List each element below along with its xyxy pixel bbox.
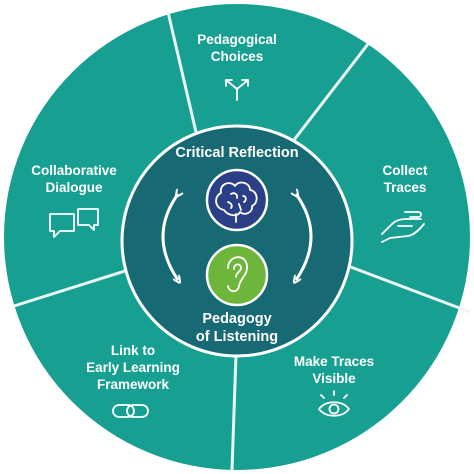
segment-collaborative-dialogue: Collaborative Dialogue — [31, 163, 117, 238]
segment-link-framework: Link to Early Learning Framework — [86, 343, 180, 418]
segment-label-line2: Traces — [384, 180, 427, 195]
hand-icon — [381, 211, 425, 243]
branch-arrows-icon — [225, 79, 249, 101]
center-bottom-label-line2: of Listening — [196, 329, 278, 345]
segment-label-line2: Visible — [312, 371, 356, 386]
cycle-arrow-right — [296, 194, 313, 280]
divider-bottom — [230, 354, 238, 471]
divider-top-right — [292, 43, 370, 141]
segment-collect-traces: Collect Traces — [381, 163, 428, 243]
segment-label-line1: Collect — [382, 163, 428, 178]
brain-icon — [205, 168, 269, 232]
segment-label-line3: Framework — [97, 377, 170, 392]
segment-label-line1: Make Traces — [294, 354, 374, 369]
inner-circle — [120, 124, 354, 358]
divider-top-left — [166, 11, 198, 133]
segment-label-line2: Early Learning — [86, 360, 180, 375]
cycle-arrow-left — [161, 194, 178, 280]
chain-link-icon — [112, 404, 149, 418]
segment-dividers — [13, 11, 471, 471]
segment-make-traces-visible: Make Traces Visible — [294, 354, 374, 417]
segment-pedagogical-choices: Pedagogical Choices — [197, 32, 277, 101]
segment-label-line2: Choices — [211, 49, 264, 64]
center-top-label: Critical Reflection — [175, 145, 298, 161]
segment-label-line1: Link to — [111, 343, 155, 358]
divider-left — [13, 268, 129, 308]
segment-label-line1: Pedagogical — [197, 32, 277, 47]
divider-right — [347, 264, 471, 314]
segment-label-line1: Collaborative — [31, 163, 117, 178]
ear-icon — [205, 243, 269, 307]
center-bottom-label-line1: Pedagogy — [202, 311, 271, 327]
eye-icon — [318, 390, 350, 417]
speech-bubbles-icon — [49, 208, 99, 238]
segment-label-line2: Dialogue — [45, 180, 102, 195]
